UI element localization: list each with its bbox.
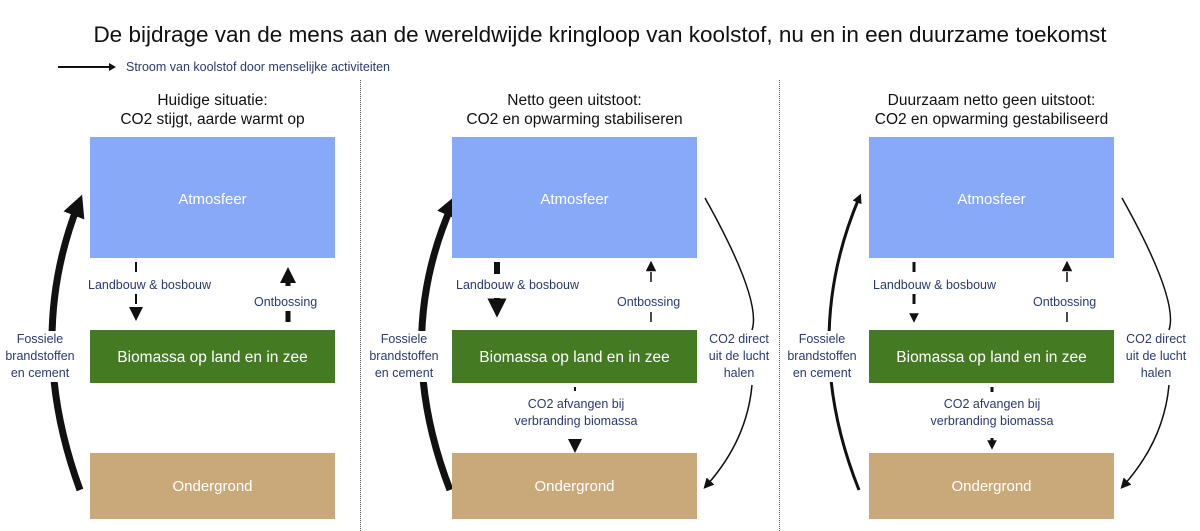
atmosphere-box: Atmosfeer <box>452 137 697 258</box>
panel-title: Netto geen uitstoot:CO2 en opwarming sta… <box>466 92 683 128</box>
panel-divider <box>779 80 780 531</box>
underground-box: Ondergrond <box>90 453 335 519</box>
deforestation-label: Ontbossing <box>254 294 318 311</box>
biomass-box: Biomassa op land en in zee <box>452 330 697 383</box>
legend-arrow-icon <box>58 63 116 70</box>
deforestation-label: Ontbossing <box>617 294 681 311</box>
atmosphere-box: Atmosfeer <box>869 137 1114 258</box>
legend: Stroom van koolstof door menselijke acti… <box>58 60 390 74</box>
panel-divider <box>360 80 361 531</box>
agriculture-label: Landbouw & bosbouw <box>873 277 997 294</box>
deforestation-label: Ontbossing <box>1033 294 1097 311</box>
legend-label: Stroom van koolstof door menselijke acti… <box>126 60 391 74</box>
underground-box: Ondergrond <box>452 453 697 519</box>
panel-sustainable-net-zero: Duurzaam netto geen uitstoot:CO2 en opwa… <box>779 0 1191 531</box>
biomass-box: Biomassa op land en in zee <box>90 330 335 383</box>
biomass-box: Biomassa op land en in zee <box>869 330 1114 383</box>
panel-current: Huidige situatie:CO2 stijgt, aarde warmt… <box>0 0 360 531</box>
underground-box: Ondergrond <box>869 453 1114 519</box>
panel-title: Duurzaam netto geen uitstoot:CO2 en opwa… <box>874 92 1109 128</box>
direct-air-arrow <box>705 197 755 485</box>
diagram-title: De bijdrage van de mens aan de wereldwij… <box>93 22 1107 47</box>
direct-air-arrow <box>1122 197 1172 485</box>
panel-title: Huidige situatie:CO2 stijgt, aarde warmt… <box>120 92 305 128</box>
panel-net-zero: Netto geen uitstoot:CO2 en opwarming sta… <box>362 0 774 531</box>
agriculture-label: Landbouw & bosbouw <box>456 277 580 294</box>
agriculture-label: Landbouw & bosbouw <box>88 277 212 294</box>
atmosphere-box: Atmosfeer <box>90 137 335 258</box>
